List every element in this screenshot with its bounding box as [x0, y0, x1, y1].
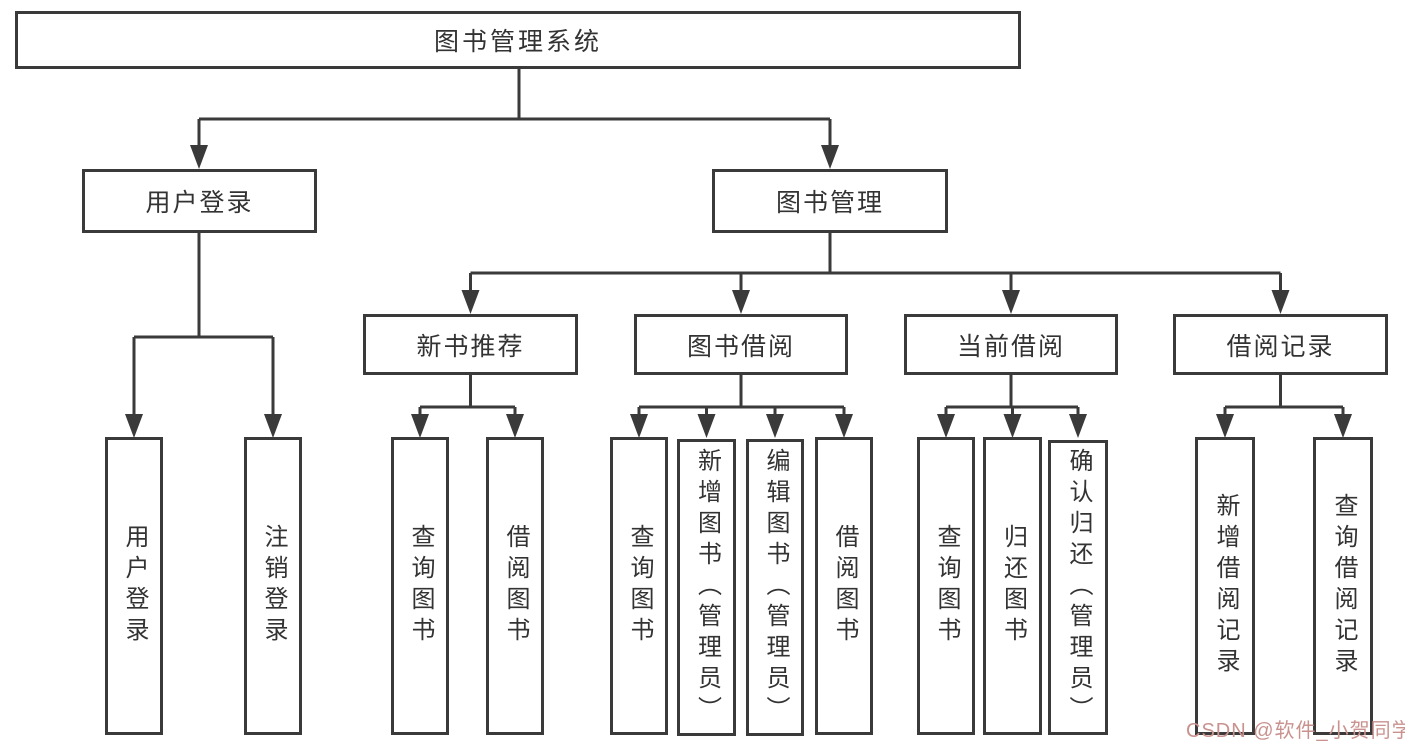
node-label: 新增图书（管理员）: [693, 448, 721, 727]
node-label: 图书管理: [775, 189, 884, 217]
connector-borrow-records-split: [1216, 374, 1352, 438]
leaf-borrow-books-recommend: 借阅图书: [486, 437, 544, 735]
connector-book-management-split: [461, 232, 1290, 314]
node-label: 编辑图书（管理员）: [762, 448, 789, 727]
node-new-book-recommend: 新书推荐: [363, 314, 578, 375]
node-label: 查询图书: [933, 524, 960, 648]
node-label: 查询图书: [407, 524, 434, 648]
node-label: 图书管理系统: [433, 28, 602, 56]
leaf-add-borrow-record: 新增借阅记录: [1195, 437, 1255, 735]
node-label: 用户登录: [121, 524, 148, 648]
leaf-edit-book-admin: 编辑图书（管理员）: [746, 439, 804, 736]
node-label: 注销登录: [260, 524, 287, 648]
node-label: 借阅图书: [831, 524, 858, 648]
leaf-query-books-borrow: 查询图书: [610, 437, 668, 735]
node-label: 借阅图书: [502, 524, 529, 648]
node-label: 用户登录: [145, 189, 254, 217]
node-user-login: 用户登录: [82, 169, 317, 233]
leaf-query-books-current: 查询图书: [917, 437, 975, 735]
connector-user-login-split: [125, 232, 282, 438]
node-current-borrow: 当前借阅: [904, 314, 1118, 375]
leaf-user-login: 用户登录: [105, 437, 163, 735]
connector-book-borrow-split: [630, 374, 853, 438]
node-borrow-records: 借阅记录: [1173, 314, 1388, 375]
node-label: 新书推荐: [416, 332, 525, 361]
node-label: 查询借阅记录: [1330, 493, 1357, 679]
node-label: 确认归还（管理员）: [1065, 448, 1092, 727]
leaf-borrow-books: 借阅图书: [815, 437, 873, 735]
leaf-logout: 注销登录: [244, 437, 302, 735]
node-book-management-system: 图书管理系统: [15, 11, 1021, 69]
node-label: 图书借阅: [686, 332, 795, 361]
node-label: 归还图书: [999, 524, 1027, 648]
leaf-return-book: 归还图书: [983, 437, 1042, 735]
connector-current-borrow-split: [937, 374, 1087, 438]
connector-root-split: [190, 68, 839, 169]
leaf-add-book-admin: 新增图书（管理员）: [677, 439, 736, 736]
node-book-borrow: 图书借阅: [634, 314, 848, 375]
node-label: 借阅记录: [1226, 332, 1335, 361]
leaf-query-borrow-record: 查询借阅记录: [1313, 437, 1373, 735]
leaf-confirm-return-admin: 确认归还（管理员）: [1048, 440, 1108, 735]
connector-new-book-split: [411, 374, 524, 438]
leaf-query-books-recommend: 查询图书: [391, 437, 449, 735]
node-label: 当前借阅: [956, 332, 1065, 361]
node-label: 新增借阅记录: [1212, 493, 1239, 679]
node-label: 查询图书: [626, 524, 653, 648]
node-book-management: 图书管理: [712, 169, 948, 233]
